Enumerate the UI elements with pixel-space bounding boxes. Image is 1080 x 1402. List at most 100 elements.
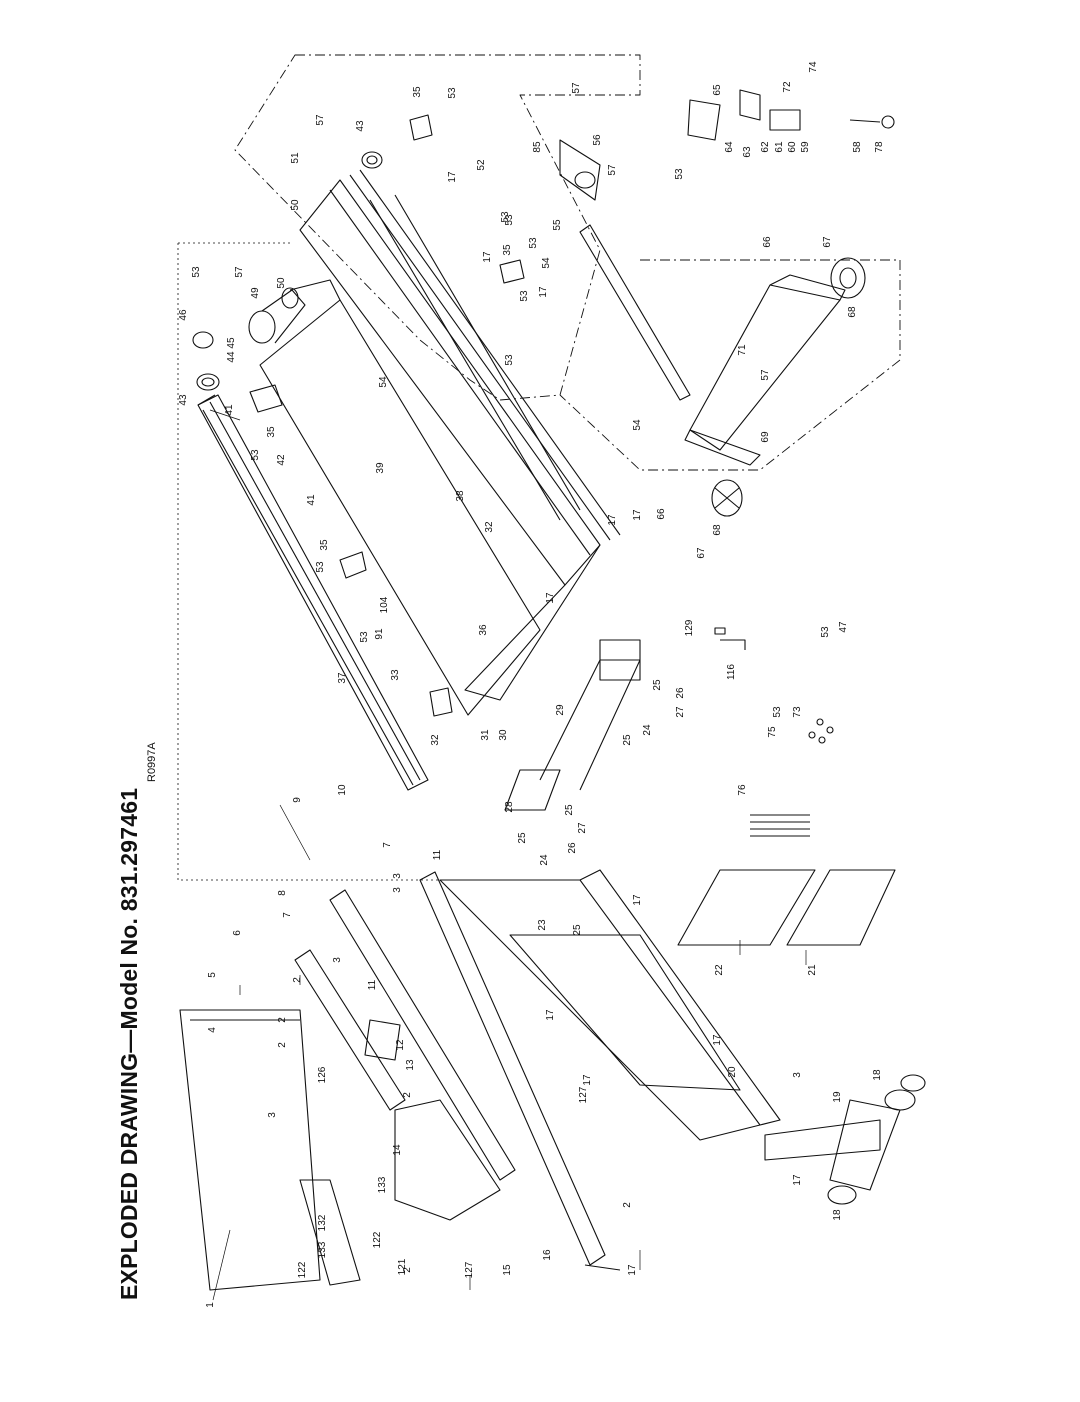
callout-45: 45 bbox=[226, 337, 237, 349]
callout-17: 17 bbox=[582, 1074, 593, 1086]
callout-18: 18 bbox=[872, 1069, 883, 1081]
callout-19: 19 bbox=[832, 1091, 843, 1103]
callout-18: 18 bbox=[832, 1209, 843, 1221]
wheel-68a bbox=[830, 257, 866, 299]
callout-16: 16 bbox=[542, 1249, 553, 1261]
callout-43: 43 bbox=[355, 120, 366, 132]
incline-rod-55 bbox=[579, 224, 691, 401]
callout-26: 26 bbox=[675, 687, 686, 699]
deck-plate-39 bbox=[369, 194, 581, 521]
callout-2: 2 bbox=[402, 1267, 413, 1273]
callout-59: 59 bbox=[800, 141, 811, 153]
callout-17: 17 bbox=[538, 286, 549, 298]
callout-36: 36 bbox=[478, 624, 489, 636]
panel-22 bbox=[677, 869, 816, 946]
callout-54: 54 bbox=[632, 419, 643, 431]
callout-53: 53 bbox=[315, 561, 326, 573]
base-frame-23 bbox=[439, 869, 781, 1141]
side-rail-37 bbox=[197, 394, 429, 791]
callout-53: 53 bbox=[447, 87, 458, 99]
callout-63: 63 bbox=[742, 146, 753, 158]
front-roller-43 bbox=[196, 151, 383, 391]
callout-25: 25 bbox=[652, 679, 663, 691]
callout-44: 44 bbox=[226, 351, 237, 363]
callout-75: 75 bbox=[767, 726, 778, 738]
callout-127: 127 bbox=[578, 1086, 589, 1103]
callout-22: 22 bbox=[714, 964, 725, 976]
callout-21: 21 bbox=[807, 964, 818, 976]
callout-42: 42 bbox=[276, 454, 287, 466]
drawing-code: R0997A bbox=[146, 742, 158, 782]
callout-17: 17 bbox=[632, 894, 643, 906]
callout-62: 62 bbox=[760, 141, 771, 153]
deck-frame-38 bbox=[299, 169, 621, 701]
callout-49: 49 bbox=[250, 287, 261, 299]
base-frame-rail-13 bbox=[294, 889, 516, 1181]
callout-25: 25 bbox=[564, 804, 575, 816]
callout-6: 6 bbox=[232, 930, 243, 936]
callout-68: 68 bbox=[712, 524, 723, 536]
callout-53: 53 bbox=[250, 449, 261, 461]
callout-3: 3 bbox=[392, 887, 403, 893]
callout-68: 68 bbox=[847, 306, 858, 318]
callout-69: 69 bbox=[760, 431, 771, 443]
motor-assembly-49 bbox=[192, 287, 306, 349]
callout-85: 85 bbox=[532, 141, 543, 153]
callout-41: 41 bbox=[224, 404, 235, 416]
callout-129: 129 bbox=[684, 619, 695, 636]
callout-53: 53 bbox=[191, 266, 202, 278]
callout-24: 24 bbox=[642, 724, 653, 736]
callout-37: 37 bbox=[337, 672, 348, 684]
callout-53: 53 bbox=[504, 214, 515, 226]
callout-64: 64 bbox=[724, 141, 735, 153]
callout-2: 2 bbox=[292, 977, 303, 983]
callout-133: 133 bbox=[377, 1176, 388, 1193]
callout-13: 13 bbox=[405, 1059, 416, 1071]
callout-104: 104 bbox=[379, 596, 390, 613]
callout-53: 53 bbox=[359, 631, 370, 643]
callout-133: 133 bbox=[317, 1241, 328, 1258]
callout-5: 5 bbox=[207, 972, 218, 978]
dotted-assembly-boundary bbox=[177, 242, 440, 881]
hood-1 bbox=[179, 1009, 321, 1291]
callout-9: 9 bbox=[292, 797, 303, 803]
callout-12: 12 bbox=[395, 1039, 406, 1051]
panel-14 bbox=[394, 1099, 501, 1221]
callout-53: 53 bbox=[820, 626, 831, 638]
callout-25: 25 bbox=[572, 924, 583, 936]
callout-73: 73 bbox=[792, 706, 803, 718]
callout-10: 10 bbox=[337, 784, 348, 796]
callout-7: 7 bbox=[282, 912, 293, 918]
callout-41: 41 bbox=[306, 494, 317, 506]
callout-67: 67 bbox=[696, 547, 707, 559]
callout-57: 57 bbox=[760, 369, 771, 381]
rear-assembly-boundary bbox=[559, 259, 901, 471]
callout-35: 35 bbox=[502, 244, 513, 256]
callout-3: 3 bbox=[392, 873, 403, 879]
callout-61: 61 bbox=[774, 141, 785, 153]
callout-1: 1 bbox=[205, 1302, 216, 1308]
callout-67: 67 bbox=[822, 236, 833, 248]
callout-66: 66 bbox=[656, 508, 667, 520]
callout-2: 2 bbox=[402, 1092, 413, 1098]
callout-127: 127 bbox=[464, 1261, 475, 1278]
callout-38: 38 bbox=[455, 490, 466, 502]
callout-43: 43 bbox=[178, 394, 189, 406]
callout-47: 47 bbox=[838, 621, 849, 633]
callout-35: 35 bbox=[266, 426, 277, 438]
callout-53: 53 bbox=[504, 354, 515, 366]
callout-29: 29 bbox=[555, 704, 566, 716]
callout-57: 57 bbox=[234, 266, 245, 278]
panel-21 bbox=[786, 869, 896, 946]
safety-key-116 bbox=[714, 627, 746, 650]
callout-121: 121 bbox=[397, 1258, 408, 1275]
callout-14: 14 bbox=[392, 1144, 403, 1156]
hood-bracket-132 bbox=[299, 1179, 361, 1286]
callout-60: 60 bbox=[787, 141, 798, 153]
callout-17: 17 bbox=[545, 592, 556, 604]
callout-53: 53 bbox=[519, 290, 530, 302]
callout-51: 51 bbox=[290, 152, 301, 164]
callout-56: 56 bbox=[592, 134, 603, 146]
callout-76: 76 bbox=[737, 784, 748, 796]
